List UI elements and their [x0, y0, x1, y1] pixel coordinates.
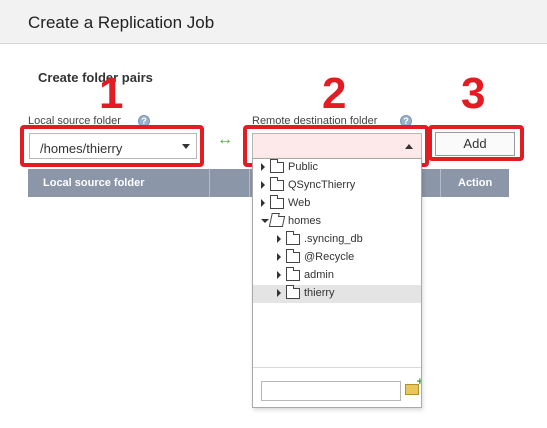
- open-folder-icon: [268, 216, 286, 227]
- chevron-up-icon: [405, 144, 413, 149]
- dialog-titlebar: Create a Replication Job: [0, 0, 547, 44]
- folder-icon: [270, 177, 284, 191]
- section-title: Create folder pairs: [38, 70, 153, 85]
- expand-arrow-icon[interactable]: [261, 199, 265, 207]
- tree-item-recycle[interactable]: @Recycle: [277, 249, 421, 267]
- expand-arrow-icon[interactable]: [261, 163, 265, 171]
- column-local-source: Local source folder: [43, 177, 145, 189]
- new-folder-name-input[interactable]: [261, 381, 401, 401]
- tree-item-label: .syncing_db: [304, 233, 363, 245]
- step-number-2: 2: [322, 69, 347, 118]
- folder-icon: [286, 285, 300, 299]
- tree-item-label: Web: [288, 197, 311, 209]
- dialog-title: Create a Replication Job: [28, 13, 215, 32]
- highlight-box-local: [20, 125, 204, 167]
- tree-item-qsyncthierry[interactable]: QSyncThierry: [261, 177, 421, 195]
- folder-icon: [286, 231, 300, 245]
- folder-icon: [270, 195, 284, 209]
- folder-icon: [286, 267, 300, 281]
- tree-item-public[interactable]: Public: [261, 159, 421, 177]
- remote-destination-label: Remote destination folder: [252, 115, 378, 127]
- column-divider: [249, 169, 250, 197]
- chevron-down-icon: [182, 144, 190, 149]
- tree-item-label: thierry: [304, 287, 335, 299]
- column-divider: [440, 169, 441, 197]
- new-folder-icon[interactable]: [405, 376, 421, 395]
- expand-arrow-icon[interactable]: [277, 253, 281, 261]
- tree-item-syncing-db[interactable]: .syncing_db: [277, 231, 421, 249]
- tree-item-thierry[interactable]: thierry: [253, 285, 421, 303]
- step-number-1: 1: [99, 69, 124, 118]
- double-arrow-icon: ↔: [217, 131, 233, 148]
- expand-arrow-icon[interactable]: [277, 271, 281, 279]
- collapse-arrow-icon[interactable]: [261, 219, 269, 223]
- local-source-select[interactable]: /homes/thierry: [29, 133, 197, 159]
- add-button[interactable]: Add: [435, 132, 515, 156]
- tree-item-label: Public: [288, 161, 318, 173]
- remote-folder-tree-dropdown[interactable]: Public QSyncThierry Web homes .syncing_d…: [252, 158, 422, 408]
- expand-arrow-icon[interactable]: [277, 289, 281, 297]
- step-number-3: 3: [461, 69, 486, 118]
- expand-arrow-icon[interactable]: [261, 181, 265, 189]
- column-action: Action: [458, 177, 493, 189]
- tree-item-label: QSyncThierry: [288, 179, 356, 191]
- highlight-box-add: [428, 125, 524, 161]
- local-source-value: /homes/thierry: [40, 141, 123, 156]
- tree-item-label: @Recycle: [304, 251, 355, 263]
- tree-item-web[interactable]: Web: [261, 195, 421, 213]
- folder-icon: [286, 249, 300, 263]
- tree-item-homes[interactable]: homes: [261, 213, 421, 231]
- local-source-label: Local source folder: [28, 115, 121, 127]
- tree-item-label: homes: [288, 215, 322, 227]
- folder-icon: [270, 159, 284, 173]
- tree-footer-divider: [253, 367, 421, 368]
- remote-destination-select[interactable]: [252, 133, 422, 159]
- expand-arrow-icon[interactable]: [277, 235, 281, 243]
- tree-item-admin[interactable]: admin: [277, 267, 421, 285]
- column-divider: [209, 169, 210, 197]
- tree-item-label: admin: [304, 269, 334, 281]
